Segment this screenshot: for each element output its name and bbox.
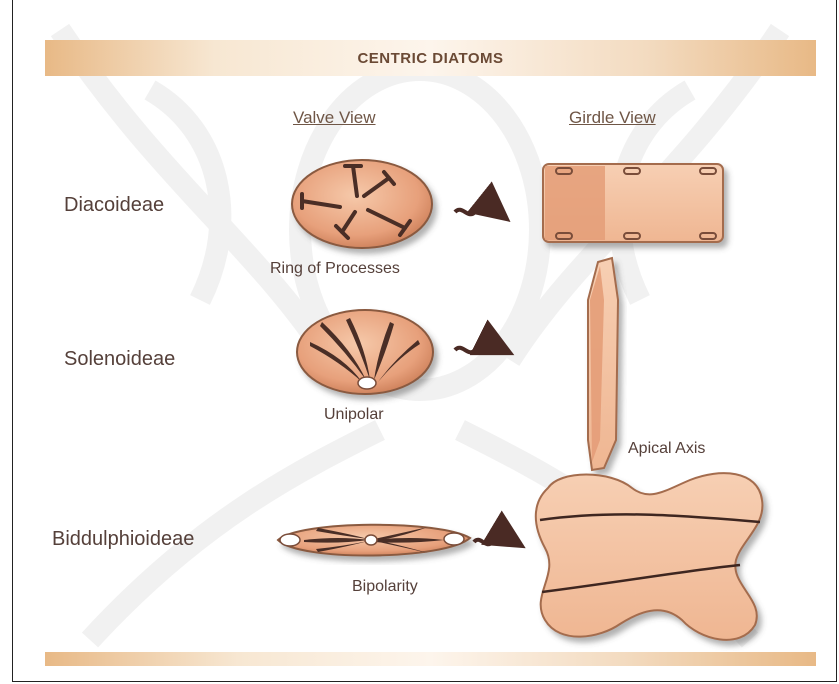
unipolar-pore [358, 377, 376, 389]
solenoideae-girdle-shape [588, 258, 618, 470]
biddulphioideae-girdle-shape [536, 473, 763, 640]
arrow-row-2 [455, 344, 500, 353]
bipolar-pore-center [365, 535, 377, 545]
bipolar-pore-left [280, 534, 300, 546]
diacoideae-girdle-shape [543, 164, 723, 242]
arrow-row-1 [455, 206, 498, 214]
bipolar-pore-right [444, 533, 464, 545]
arrow-row-3 [474, 536, 512, 545]
bottom-bar [45, 652, 816, 666]
